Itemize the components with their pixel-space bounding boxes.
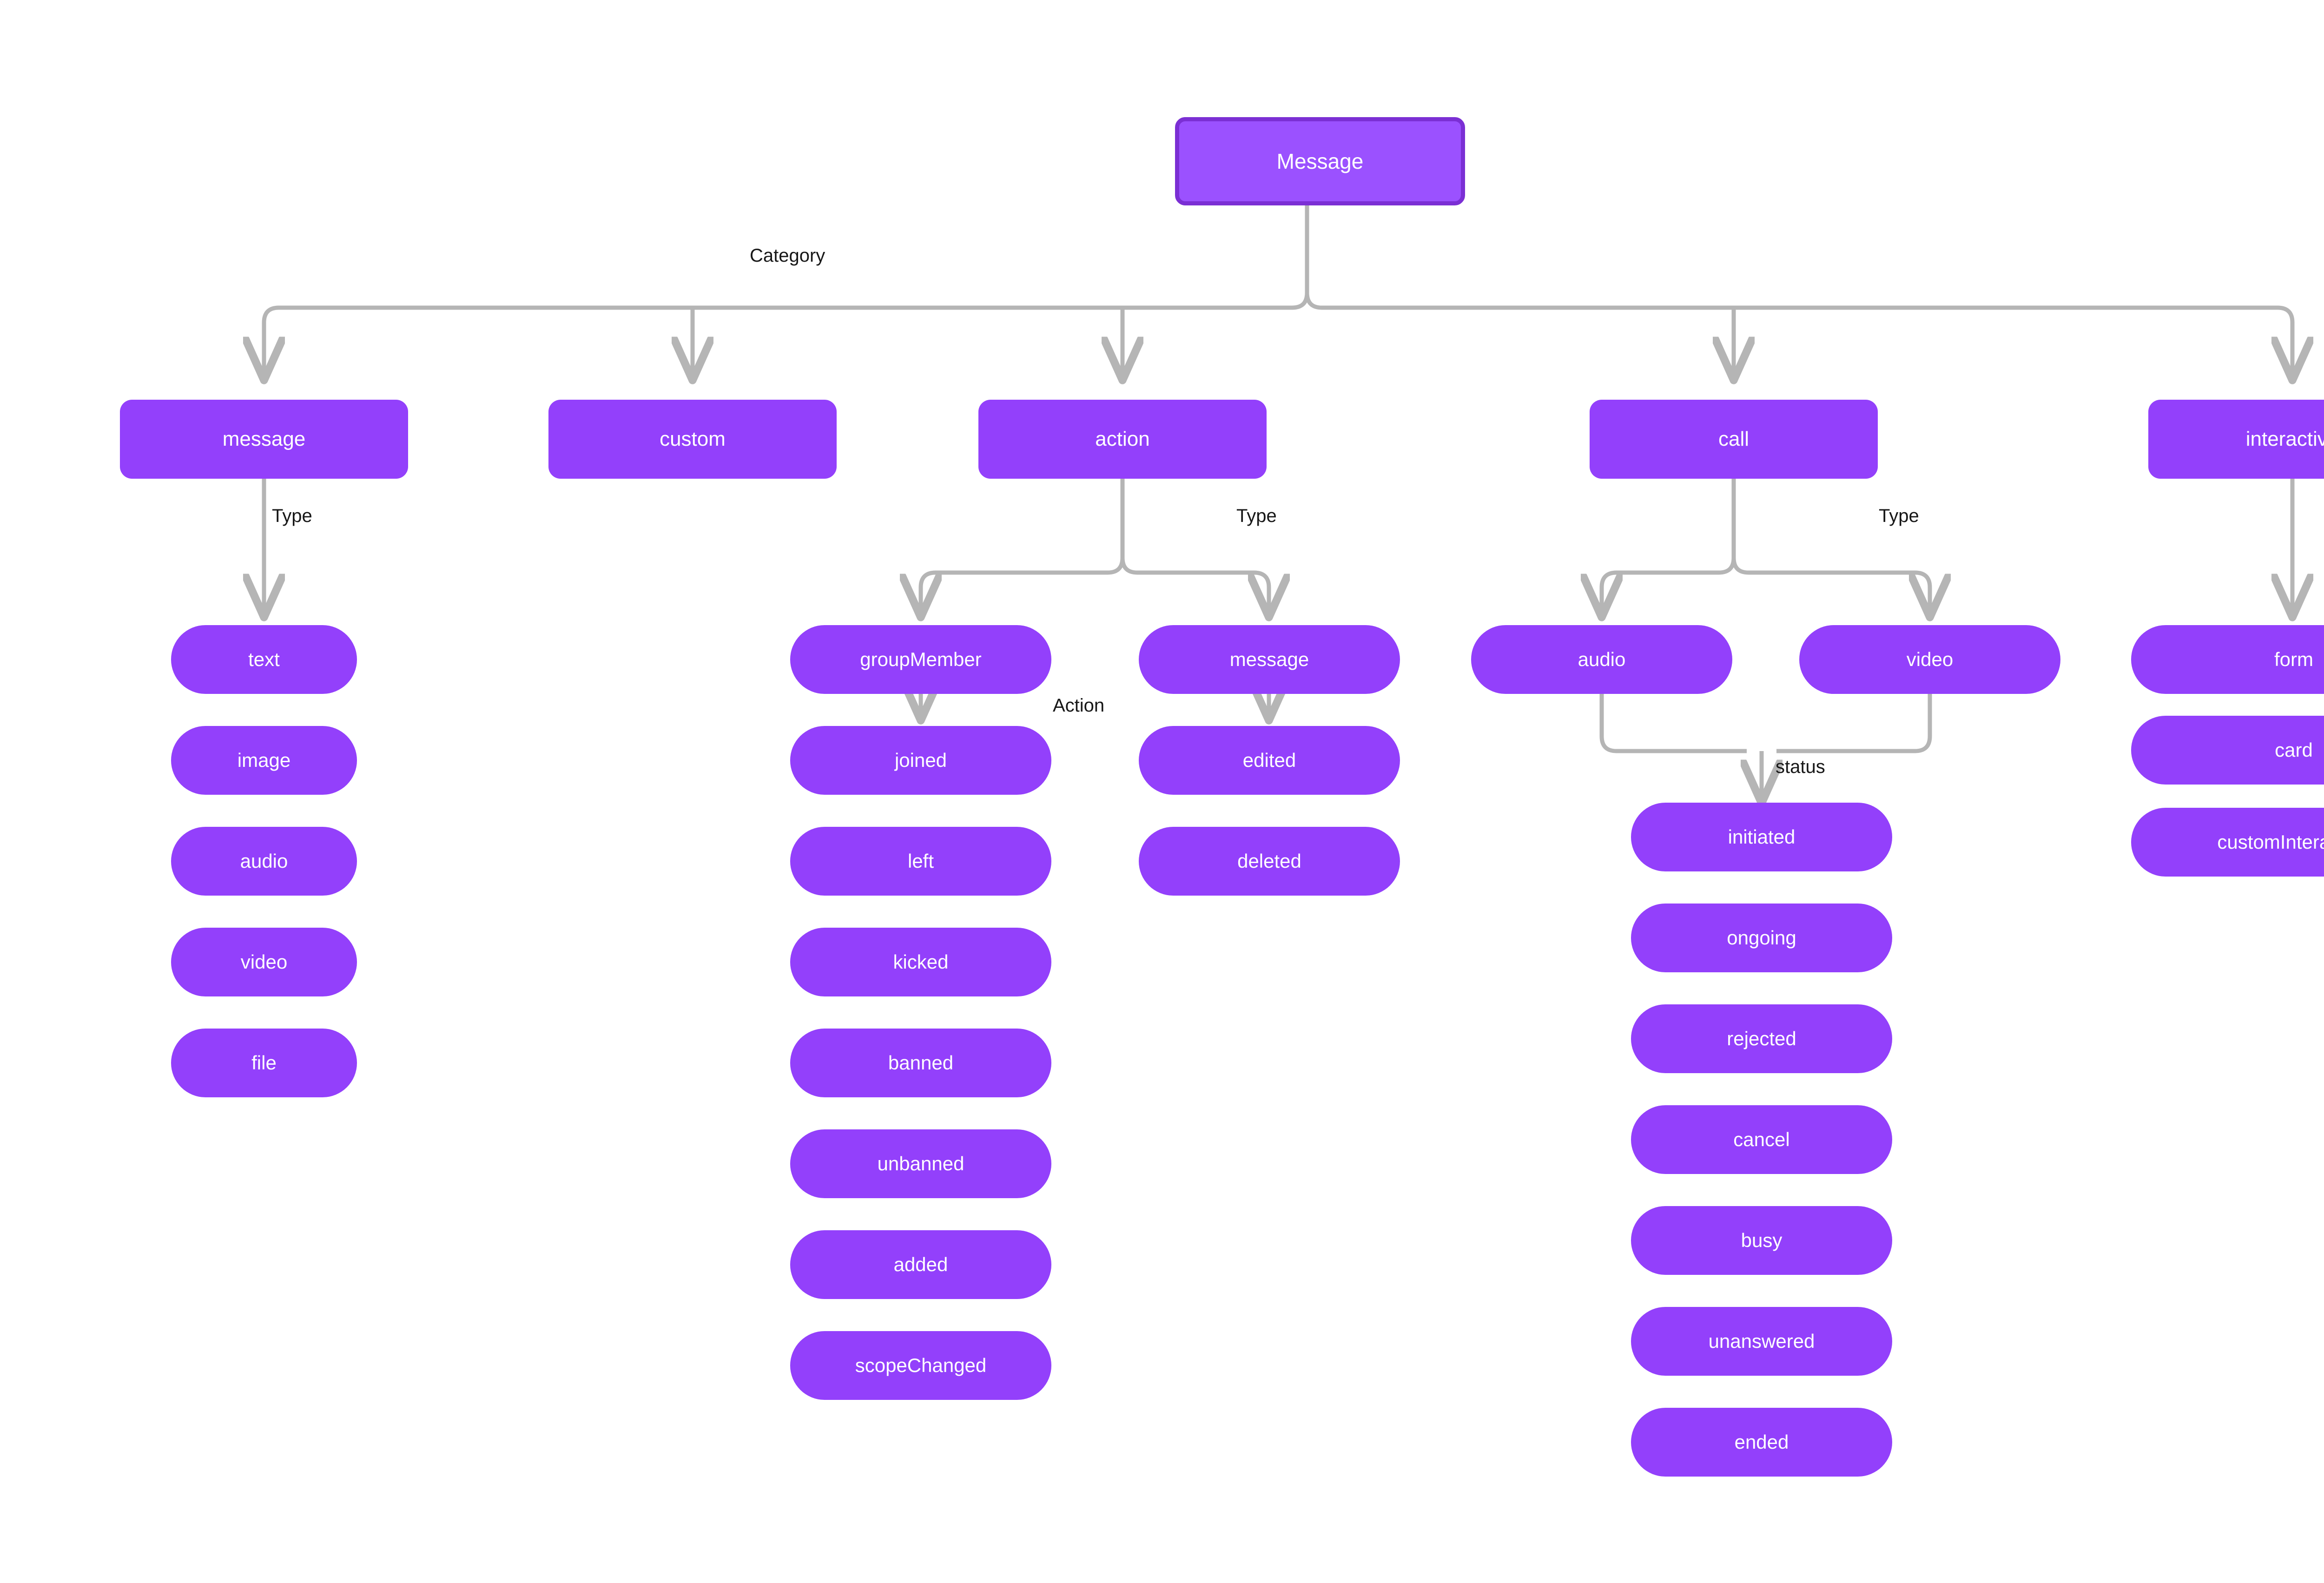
node-call-status-cancel[interactable]: cancel [1631, 1105, 1892, 1174]
node-label: action [1095, 427, 1150, 450]
node-groupmember-action-unbanned[interactable]: unbanned [790, 1129, 1051, 1198]
node-label: deleted [1237, 850, 1301, 872]
node-label: busy [1741, 1229, 1783, 1251]
node-message-action-edited[interactable]: edited [1139, 726, 1400, 795]
edge-label-type-action: Type [1236, 506, 1277, 526]
edge-label-category: Category [750, 245, 825, 266]
node-label: scopeChanged [855, 1354, 987, 1376]
node-interactive-type-card[interactable]: card [2131, 716, 2324, 785]
node-call-type-audio[interactable]: audio [1471, 625, 1732, 694]
node-call-status-rejected[interactable]: rejected [1631, 1004, 1892, 1073]
node-root-message[interactable]: Message [1175, 117, 1465, 205]
node-category-action[interactable]: action [978, 400, 1267, 479]
node-label: message [1229, 648, 1309, 670]
node-label: call [1718, 427, 1750, 450]
node-category-call[interactable]: call [1590, 400, 1878, 479]
node-category-interactive[interactable]: interactive [2148, 400, 2324, 479]
node-call-status-busy[interactable]: busy [1631, 1206, 1892, 1275]
node-label: card [2275, 739, 2313, 761]
node-message-type-video[interactable]: video [171, 928, 357, 996]
node-label: audio [240, 850, 288, 872]
edge-label-type-message: Type [272, 506, 312, 526]
node-interactive-type-form[interactable]: form [2131, 625, 2324, 694]
node-message-action-deleted[interactable]: deleted [1139, 827, 1400, 896]
node-label: kicked [893, 950, 949, 973]
node-label: text [248, 648, 280, 670]
node-label: message [222, 427, 306, 450]
node-call-status-ended[interactable]: ended [1631, 1408, 1892, 1477]
node-label: banned [888, 1051, 954, 1074]
node-label: video [240, 950, 288, 973]
node-label: cancel [1733, 1128, 1790, 1150]
node-groupmember-action-joined[interactable]: joined [790, 726, 1051, 795]
node-label: rejected [1727, 1027, 1796, 1049]
node-label: groupMember [860, 648, 982, 670]
node-label: file [251, 1051, 277, 1074]
node-label: ongoing [1727, 926, 1796, 949]
node-label: edited [1242, 749, 1296, 771]
node-message-type-file[interactable]: file [171, 1029, 357, 1097]
node-label: customInteractive [2217, 831, 2324, 853]
node-groupmember-action-kicked[interactable]: kicked [790, 928, 1051, 996]
node-label: ended [1734, 1431, 1789, 1453]
node-label: joined [894, 749, 947, 771]
node-call-status-ongoing[interactable]: ongoing [1631, 904, 1892, 972]
edge-label-status: status [1776, 757, 1825, 777]
node-groupmember-action-scopechanged[interactable]: scopeChanged [790, 1331, 1051, 1400]
node-call-status-initiated[interactable]: initiated [1631, 803, 1892, 871]
node-message-type-audio[interactable]: audio [171, 827, 357, 896]
node-label: custom [660, 427, 726, 450]
node-label: audio [1578, 648, 1626, 670]
node-category-custom[interactable]: custom [548, 400, 837, 479]
node-label: image [237, 749, 291, 771]
node-label: interactive [2245, 427, 2324, 450]
node-groupmember-action-left[interactable]: left [790, 827, 1051, 896]
edge-label-action: Action [1053, 695, 1105, 716]
node-label: Message [1276, 149, 1364, 173]
node-message-type-text[interactable]: text [171, 625, 357, 694]
node-action-type-message[interactable]: message [1139, 625, 1400, 694]
node-label: added [893, 1253, 948, 1275]
node-action-type-groupmember[interactable]: groupMember [790, 625, 1051, 694]
node-label: left [907, 850, 934, 872]
node-label: form [2274, 648, 2313, 670]
node-groupmember-action-banned[interactable]: banned [790, 1029, 1051, 1097]
node-groupmember-action-added[interactable]: added [790, 1230, 1051, 1299]
node-interactive-type-custominteractive[interactable]: customInteractive [2131, 808, 2324, 877]
node-message-type-image[interactable]: image [171, 726, 357, 795]
node-category-message[interactable]: message [120, 400, 408, 479]
node-label: initiated [1728, 825, 1796, 848]
edge-label-type-call: Type [1879, 506, 1919, 526]
node-call-type-video[interactable]: video [1799, 625, 2060, 694]
node-call-status-unanswered[interactable]: unanswered [1631, 1307, 1892, 1376]
node-label: video [1906, 648, 1954, 670]
node-label: unanswered [1708, 1330, 1815, 1352]
node-label: unbanned [877, 1152, 964, 1174]
